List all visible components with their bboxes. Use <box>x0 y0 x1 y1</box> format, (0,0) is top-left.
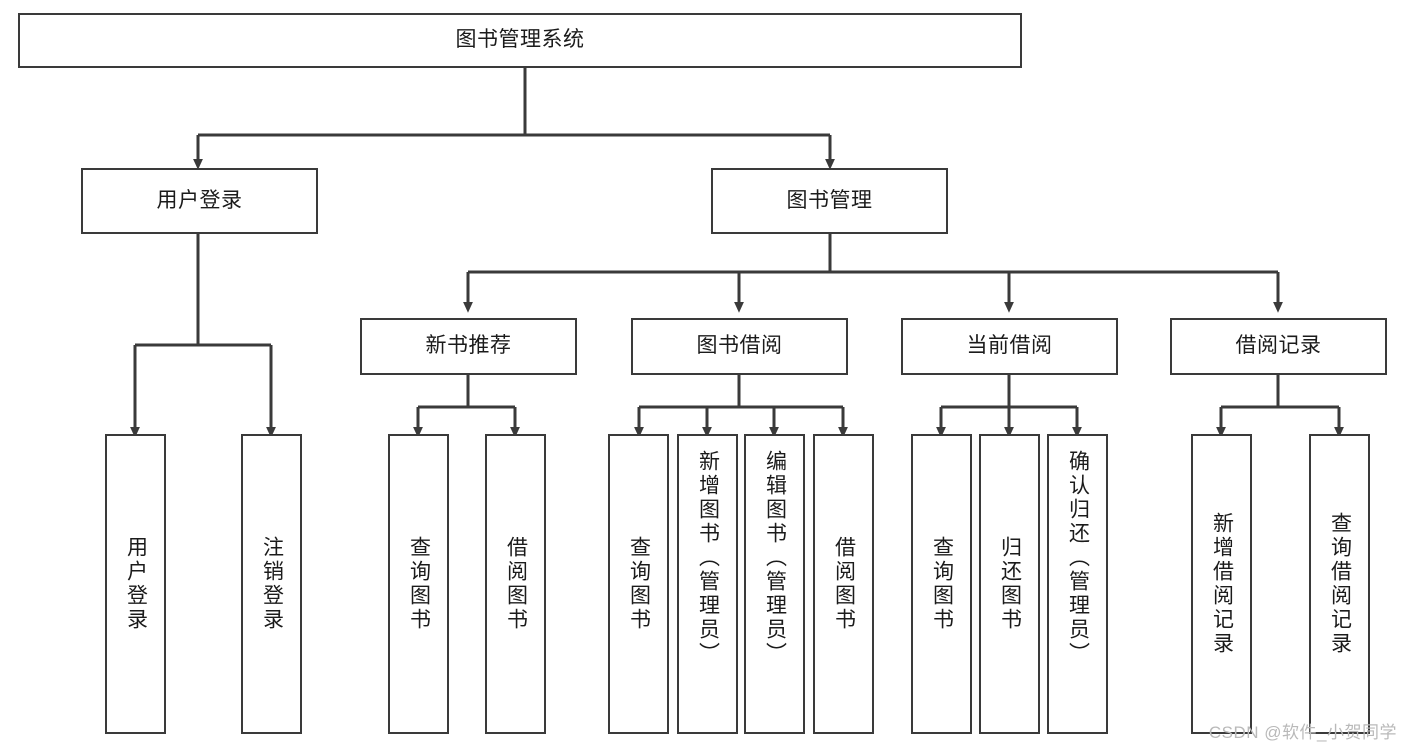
node-new-book-recommend[interactable]: 新书推荐 <box>360 318 577 375</box>
leaf-query-book-2[interactable]: 查询图书 <box>608 434 669 734</box>
leaf-user-login[interactable]: 用户登录 <box>105 434 166 734</box>
leaf-return-book[interactable]: 归还图书 <box>979 434 1040 734</box>
leaf-add-record-label: 新增借阅记录 <box>1210 512 1234 656</box>
node-current-borrow[interactable]: 当前借阅 <box>901 318 1118 375</box>
leaf-query-book-3-label: 查询图书 <box>930 536 954 632</box>
leaf-borrow-book-2-label: 借阅图书 <box>832 536 856 632</box>
leaf-add-record[interactable]: 新增借阅记录 <box>1191 434 1252 734</box>
node-book-management-label: 图书管理 <box>786 188 873 212</box>
leaf-add-book[interactable]: 新增图书（管理员） <box>677 434 738 734</box>
leaf-query-book-1[interactable]: 查询图书 <box>388 434 449 734</box>
node-root[interactable]: 图书管理系统 <box>18 13 1022 68</box>
node-borrow-record[interactable]: 借阅记录 <box>1170 318 1387 375</box>
node-user-login-label: 用户登录 <box>156 188 243 212</box>
node-user-login[interactable]: 用户登录 <box>81 168 318 234</box>
node-new-book-recommend-label: 新书推荐 <box>425 334 512 358</box>
node-borrow-record-label: 借阅记录 <box>1235 334 1322 358</box>
node-book-borrow-label: 图书借阅 <box>696 334 783 358</box>
leaf-query-record[interactable]: 查询借阅记录 <box>1309 434 1370 734</box>
leaf-borrow-book-1[interactable]: 借阅图书 <box>485 434 546 734</box>
leaf-query-book-2-label: 查询图书 <box>627 536 651 632</box>
node-book-borrow[interactable]: 图书借阅 <box>631 318 848 375</box>
leaf-user-login-label: 用户登录 <box>124 536 148 632</box>
leaf-add-book-label: 新增图书（管理员） <box>696 450 720 666</box>
leaf-edit-book-label: 编辑图书（管理员） <box>763 450 787 666</box>
leaf-return-book-label: 归还图书 <box>998 536 1022 632</box>
node-current-borrow-label: 当前借阅 <box>966 334 1053 358</box>
leaf-query-book-1-label: 查询图书 <box>407 536 431 632</box>
leaf-query-book-3[interactable]: 查询图书 <box>911 434 972 734</box>
leaf-borrow-book-2[interactable]: 借阅图书 <box>813 434 874 734</box>
leaf-edit-book[interactable]: 编辑图书（管理员） <box>744 434 805 734</box>
leaf-confirm-return-label: 确认归还（管理员） <box>1066 450 1090 666</box>
leaf-borrow-book-1-label: 借阅图书 <box>504 536 528 632</box>
leaf-logout-login-label: 注销登录 <box>260 536 284 632</box>
node-root-label: 图书管理系统 <box>455 28 585 52</box>
leaf-logout-login[interactable]: 注销登录 <box>241 434 302 734</box>
leaf-query-record-label: 查询借阅记录 <box>1328 512 1352 656</box>
node-book-management[interactable]: 图书管理 <box>711 168 948 234</box>
leaf-confirm-return[interactable]: 确认归还（管理员） <box>1047 434 1108 734</box>
